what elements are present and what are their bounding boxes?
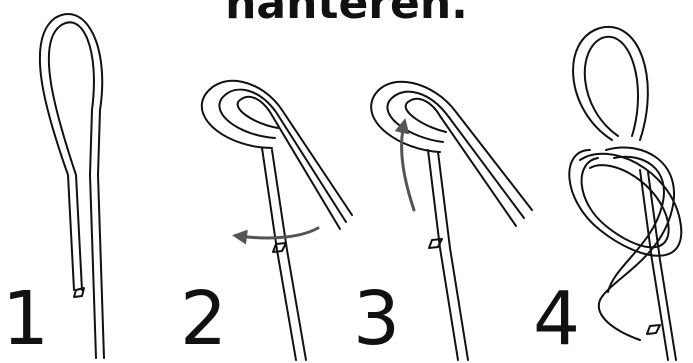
- step-1-number: 1: [2, 282, 49, 356]
- step-1-rope-loop-icon: [40, 14, 104, 358]
- step-4-figure-eight-knot-icon: [569, 27, 681, 360]
- step-4-number: 4: [533, 282, 580, 356]
- step-2-number: 2: [180, 282, 227, 356]
- step-3-number: 3: [353, 282, 400, 356]
